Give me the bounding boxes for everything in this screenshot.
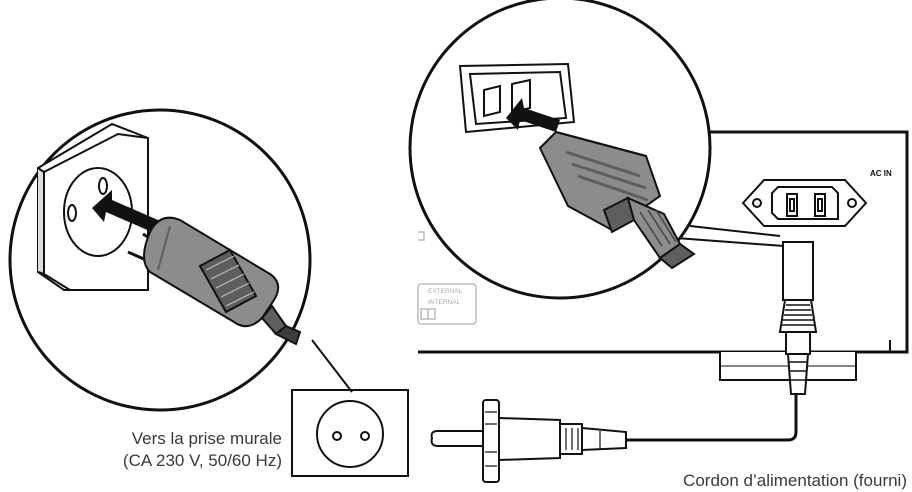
input-switch-graphic [417, 231, 477, 325]
insert-arrow-left [92, 190, 158, 232]
iec-connector-inserted [778, 241, 818, 395]
wall-outlet-label-line1: Vers la prise murale [131, 429, 282, 448]
ac-in-socket [741, 179, 868, 227]
ac-in-label: AC IN [870, 169, 892, 178]
wall-plug-side-view [430, 399, 627, 483]
wall-outlet-plate [37, 122, 149, 291]
switch-label-internal: INTERNAL [428, 299, 461, 306]
iec-connector-closeup [538, 130, 696, 270]
wall-socket-front [291, 389, 409, 477]
iec-inlet [458, 62, 576, 134]
switch-label-external: EXTERNAL [428, 288, 463, 295]
power-cord-label: Cordon d’alimentation (fourni) [683, 471, 907, 490]
plug-body [127, 216, 302, 346]
wall-outlet-label: Vers la prise murale (CA 230 V, 50/60 Hz… [123, 428, 282, 472]
power-cord-line [624, 392, 798, 442]
device-rear-panel [418, 130, 909, 354]
wall-callout [8, 108, 353, 412]
iec-callout [408, 0, 785, 300]
insert-arrow-top [506, 98, 560, 132]
wall-outlet-label-line2: (CA 230 V, 50/60 Hz) [122, 451, 282, 470]
